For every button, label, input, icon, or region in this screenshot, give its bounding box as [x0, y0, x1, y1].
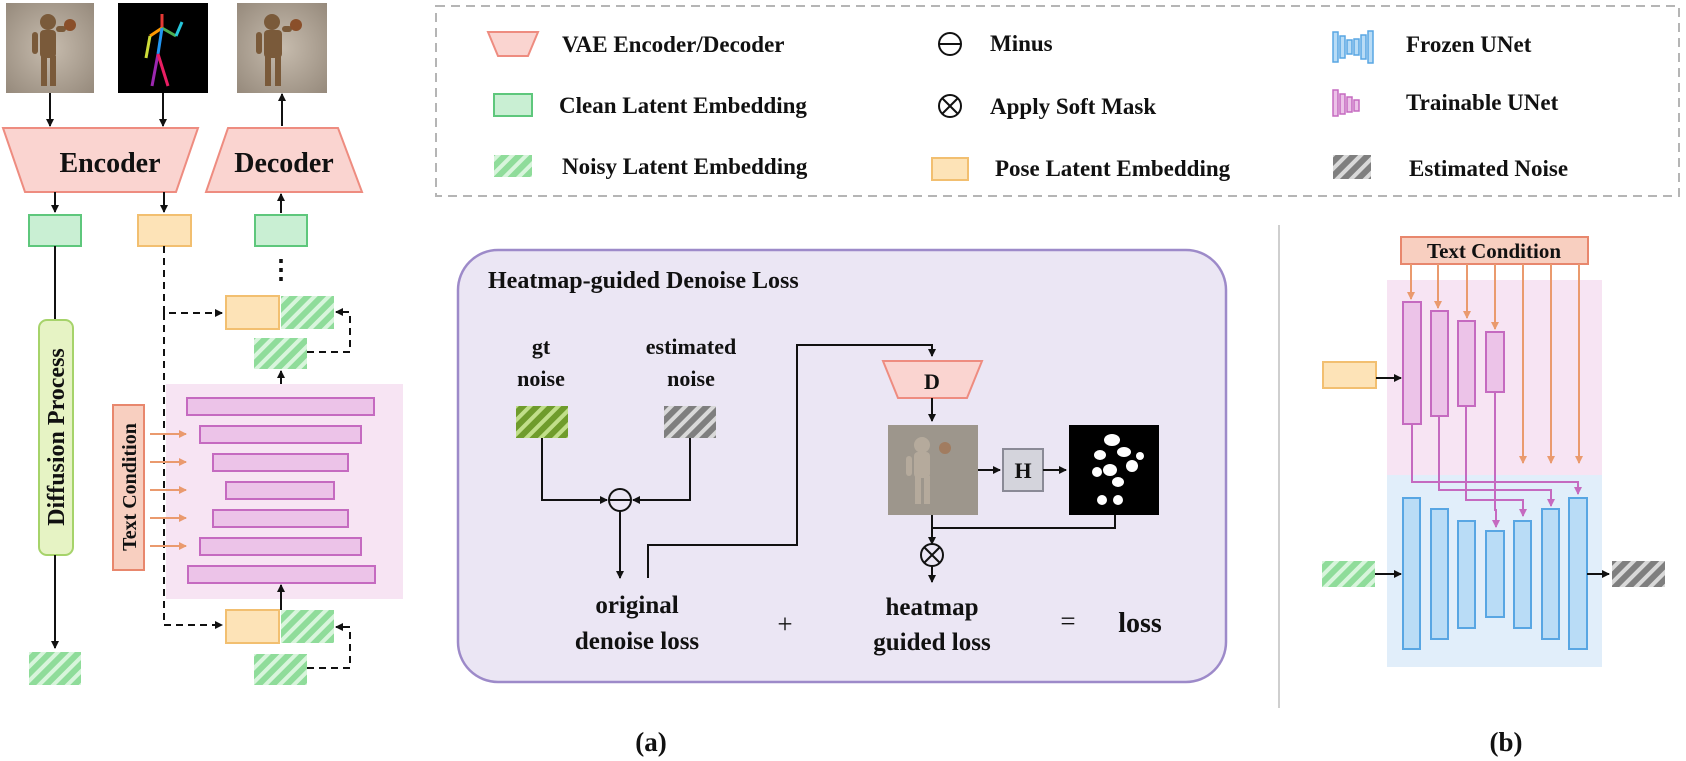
- legend-mask-label: Apply Soft Mask: [990, 94, 1156, 119]
- legend-vae-icon: [486, 31, 540, 57]
- legend-pose-label: Pose Latent Embedding: [995, 156, 1231, 181]
- legend-pose-icon: [931, 157, 969, 181]
- legend: VAE Encoder/Decoder Clean Latent Embeddi…: [435, 5, 1680, 197]
- pose-latent: [137, 214, 192, 247]
- estimated-noise-patch: [664, 406, 716, 438]
- panel-decoder-block: [881, 360, 984, 399]
- heatmap-loss-label-2: guided loss: [873, 629, 991, 656]
- diffusion-process-label: Diffusion Process: [44, 348, 70, 526]
- encoder-block: [1, 127, 200, 193]
- legend-border: [435, 5, 1680, 197]
- output-statue-image: [237, 3, 327, 93]
- legend-mask-icon: [938, 94, 962, 118]
- total-loss-label: loss: [1118, 608, 1162, 639]
- loss-panel-title: Heatmap-guided Denoise Loss: [488, 268, 799, 294]
- gt-noise-patch: [516, 406, 568, 438]
- right-text-condition-arrows: [1407, 264, 1583, 464]
- loss-panel-bg: [456, 248, 1228, 684]
- pose-skeleton-image: [118, 3, 208, 93]
- legend-vae-label: VAE Encoder/Decoder: [562, 32, 785, 57]
- legend-minus-icon: [938, 32, 962, 56]
- legend-trainable-label: Trainable UNet: [1406, 90, 1559, 115]
- input-statue-image: [6, 3, 94, 93]
- right-pose-latent: [1322, 361, 1377, 389]
- legend-minus-label: Minus: [990, 31, 1053, 56]
- noisy-latent-bottom-low: [254, 654, 307, 685]
- encoder-label: Encoder: [59, 148, 160, 179]
- legend-estimated-noise-icon: [1333, 155, 1371, 179]
- estimated-noise-label-1: estimated: [646, 334, 736, 359]
- heatmap-loss-panel: Heatmap-guided Denoise Loss gt noise est…: [456, 248, 1228, 684]
- original-loss-label-2: denoise loss: [575, 628, 700, 655]
- legend-estimated-label: Estimated Noise: [1409, 156, 1568, 181]
- noisy-latent-bottom: [281, 610, 334, 643]
- right-noisy-latent: [1322, 561, 1375, 587]
- frozen-unet-blocks: [1402, 497, 1588, 650]
- heatmap-loss-label-1: heatmap: [885, 594, 978, 621]
- pose-latent-top: [225, 295, 280, 330]
- heatmap-mask-image: [1069, 425, 1159, 515]
- noisy-latent-output: [29, 652, 81, 685]
- caption-b: (b): [1490, 727, 1523, 757]
- right-estimated-noise: [1612, 561, 1665, 587]
- trainable-encoder-blocks: [1402, 301, 1505, 425]
- text-condition-arrows: [150, 430, 187, 550]
- caption-a: (a): [635, 727, 666, 757]
- equals-sign: =: [1060, 606, 1075, 636]
- legend-clean-label: Clean Latent Embedding: [559, 93, 807, 118]
- text-condition-label: Text Condition: [119, 423, 141, 551]
- noisy-latent-top-mid: [254, 338, 307, 369]
- clean-latent-decoder: [254, 214, 308, 247]
- ellipsis-dots: ⋮: [268, 255, 294, 284]
- legend-frozen-unet-icon: [1332, 30, 1374, 64]
- original-loss-label-1: original: [595, 592, 678, 619]
- legend-noisy-icon: [494, 155, 532, 177]
- trainable-skip-connections: [1411, 392, 1582, 528]
- legend-clean-icon: [493, 93, 533, 117]
- legend-noisy-label: Noisy Latent Embedding: [562, 154, 808, 179]
- minus-operator-icon: [608, 488, 632, 512]
- training-pipeline: Encoder Decoder Diffusion Process ⋮: [1, 3, 403, 685]
- decoded-image: [888, 425, 978, 515]
- panel-decoder-label: D: [924, 369, 940, 394]
- heatmap-op-label: H: [1014, 458, 1031, 483]
- pose-latent-bottom: [225, 609, 280, 644]
- decoder-block: [204, 127, 364, 193]
- estimated-noise-label-2: noise: [667, 366, 715, 391]
- legend-frozen-label: Frozen UNet: [1406, 32, 1532, 57]
- gt-noise-label-2: noise: [517, 366, 565, 391]
- text-condition-block: [112, 404, 145, 571]
- apply-mask-operator-icon: [920, 543, 944, 567]
- clean-latent-encoder: [28, 214, 82, 247]
- legend-trainable-unet-icon: [1332, 89, 1360, 117]
- right-text-condition-label: Text Condition: [1427, 239, 1561, 263]
- decoder-label: Decoder: [234, 148, 334, 179]
- trainable-unet-stack: [186, 397, 376, 584]
- gt-noise-label-1: gt: [532, 334, 551, 359]
- noisy-latent-top: [281, 296, 334, 329]
- unet-architecture: Text Condition: [1322, 236, 1665, 667]
- plus-sign: +: [777, 609, 792, 639]
